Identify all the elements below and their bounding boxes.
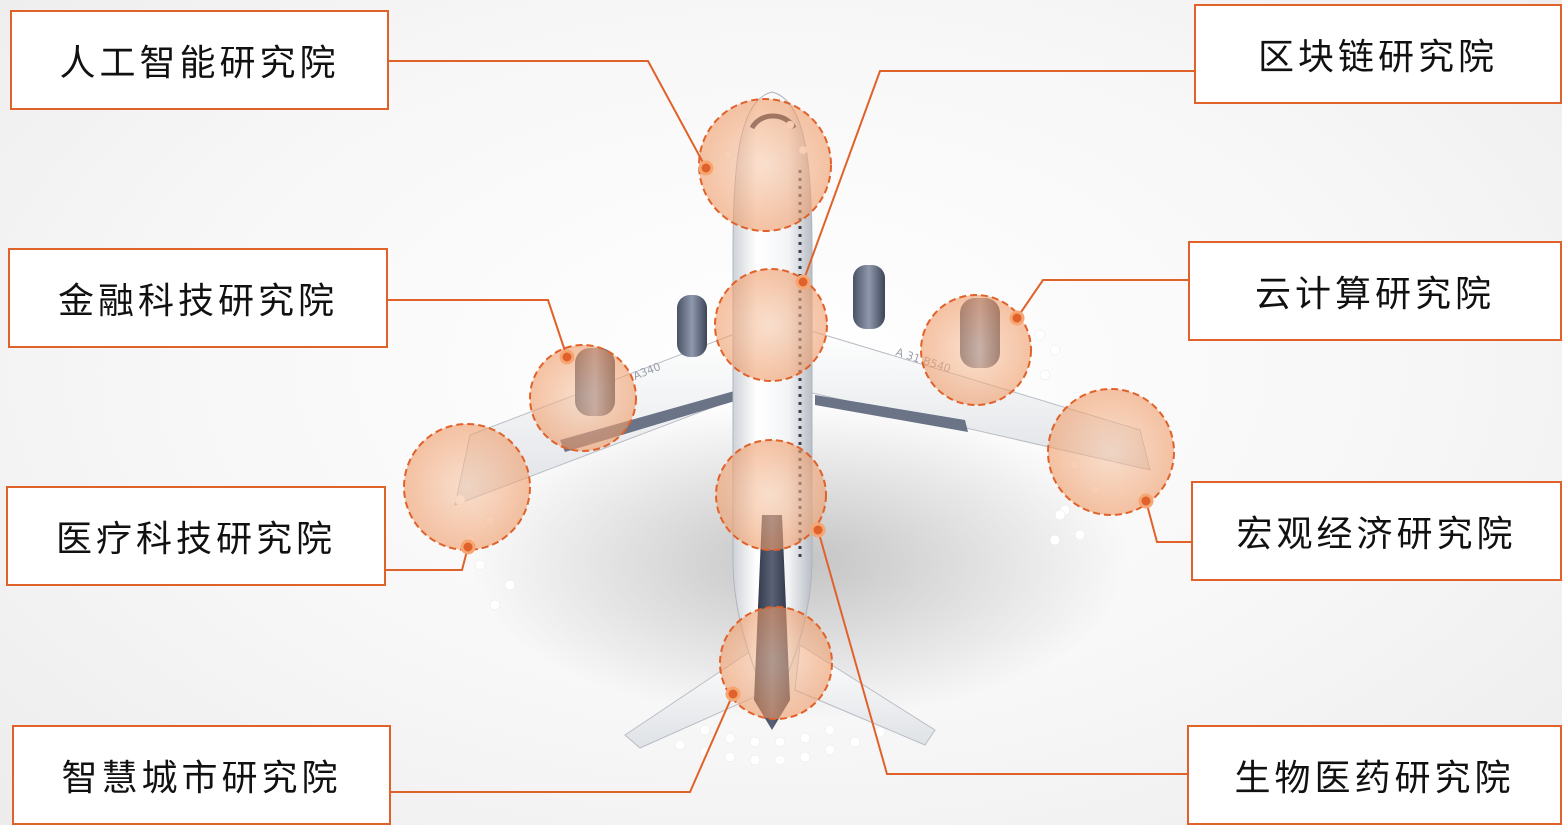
highlight-upper-fuselage [715, 269, 827, 381]
highlight-right-wingtip [1048, 389, 1174, 515]
anchor-dot [1011, 312, 1023, 324]
highlight-left-wingtip [404, 424, 530, 550]
label-biomedicine-institute: 生物医药研究院 [1187, 725, 1562, 825]
label-macro-economics-institute: 宏观经济研究院 [1191, 481, 1562, 581]
anchor-dot [812, 524, 824, 536]
label-blockchain-institute: 区块链研究院 [1194, 4, 1562, 104]
label-cloud-institute: 云计算研究院 [1188, 241, 1562, 341]
label-fintech-institute: 金融科技研究院 [8, 248, 388, 348]
anchor-dot [1140, 495, 1152, 507]
highlight-left-engine [530, 345, 636, 451]
connector-cloud [1017, 280, 1190, 318]
anchor-dot [561, 351, 573, 363]
anchor-dot [700, 162, 712, 174]
connector-blockchain [803, 71, 1195, 282]
connector-ai [388, 61, 706, 168]
anchor-dot [727, 688, 739, 700]
label-smart-city-institute: 智慧城市研究院 [12, 725, 391, 825]
highlight-mid-fuselage [716, 440, 826, 550]
anchor-dot [797, 276, 809, 288]
connector-macro [1146, 501, 1192, 542]
connector-fintech [388, 300, 567, 357]
highlight-tail [720, 607, 832, 719]
anchor-dot [462, 541, 474, 553]
label-ai-institute: 人工智能研究院 [10, 10, 389, 110]
label-medtech-institute: 医疗科技研究院 [6, 486, 386, 586]
connector-medtech [386, 547, 468, 570]
highlight-nose [699, 99, 831, 231]
